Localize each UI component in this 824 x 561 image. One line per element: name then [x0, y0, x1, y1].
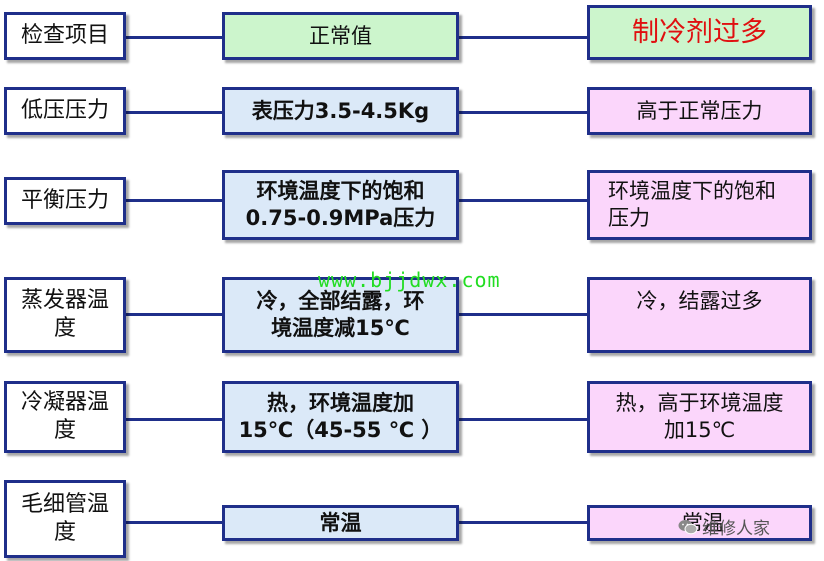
row-condition-text: 高于正常压力: [636, 98, 763, 123]
row-condition-text: 热，高于环境温度 加15℃: [615, 391, 784, 442]
row-condition-box: 热，高于环境温度 加15℃: [587, 381, 812, 453]
row-normal-box: 环境温度下的饱和 0.75-0.9MPa压力: [222, 170, 459, 240]
header-label-text: 检查项目: [20, 23, 109, 48]
row-condition-text: 环境温度下的饱和 压力: [608, 179, 776, 230]
row-normal-box: 常温: [222, 505, 459, 541]
connector-line: [124, 199, 224, 202]
connector-line: [124, 521, 224, 524]
row-label-box: 蒸发器温 度: [4, 277, 126, 353]
url-watermark: www.bjjdwx.com: [318, 268, 501, 292]
header-normal-box: 正常值: [222, 12, 459, 60]
row-condition-box: 冷，结露过多: [587, 277, 812, 353]
row-label-box: 低压压力: [4, 87, 126, 135]
row-normal-text: 冷，全部结露，环 境温度减15℃: [256, 289, 425, 340]
brand-watermark-text: 维修人家: [702, 519, 770, 539]
connector-line: [124, 313, 224, 316]
connector-line: [457, 36, 589, 39]
row-normal-text: 常温: [319, 510, 362, 535]
row-normal-box: 热，环境温度加 15℃（45-55 ℃ ）: [222, 381, 459, 453]
row-condition-text: 冷，结露过多: [636, 289, 763, 313]
header-normal-text: 正常值: [309, 23, 372, 48]
header-label-box: 检查项目: [4, 12, 126, 60]
row-label-text: 低压压力: [20, 98, 109, 123]
row-label-box: 平衡压力: [4, 177, 126, 225]
connector-line: [457, 313, 589, 316]
row-label-text: 毛细管温 度: [20, 492, 109, 545]
header-condition-box: 制冷剂过多: [587, 5, 812, 60]
row-condition-box: 常温: [587, 505, 812, 541]
header-condition-text: 制冷剂过多: [632, 17, 767, 48]
row-label-box: 冷凝器温 度: [4, 381, 126, 453]
row-normal-box: 表压力3.5-4.5Kg: [222, 87, 459, 135]
row-condition-box: 高于正常压力: [587, 87, 812, 135]
row-label-text: 冷凝器温 度: [20, 390, 109, 443]
wechat-icon: [678, 519, 698, 535]
connector-line: [457, 521, 589, 524]
row-label-box: 毛细管温 度: [4, 480, 126, 558]
connector-line: [457, 111, 589, 114]
row-normal-text: 环境温度下的饱和 0.75-0.9MPa压力: [245, 179, 436, 230]
connector-line: [124, 36, 224, 39]
brand-watermark: 维修人家: [678, 514, 770, 539]
row-normal-text: 热，环境温度加 15℃（45-55 ℃ ）: [238, 391, 443, 442]
row-label-text: 平衡压力: [20, 188, 109, 213]
row-normal-box: 冷，全部结露，环 境温度减15℃: [222, 277, 459, 353]
row-label-text: 蒸发器温 度: [20, 288, 109, 341]
connector-line: [124, 111, 224, 114]
connector-line: [124, 418, 224, 421]
connector-line: [457, 199, 589, 202]
connector-line: [457, 418, 589, 421]
row-condition-box: 环境温度下的饱和 压力: [587, 170, 812, 240]
row-normal-text: 表压力3.5-4.5Kg: [251, 98, 430, 123]
